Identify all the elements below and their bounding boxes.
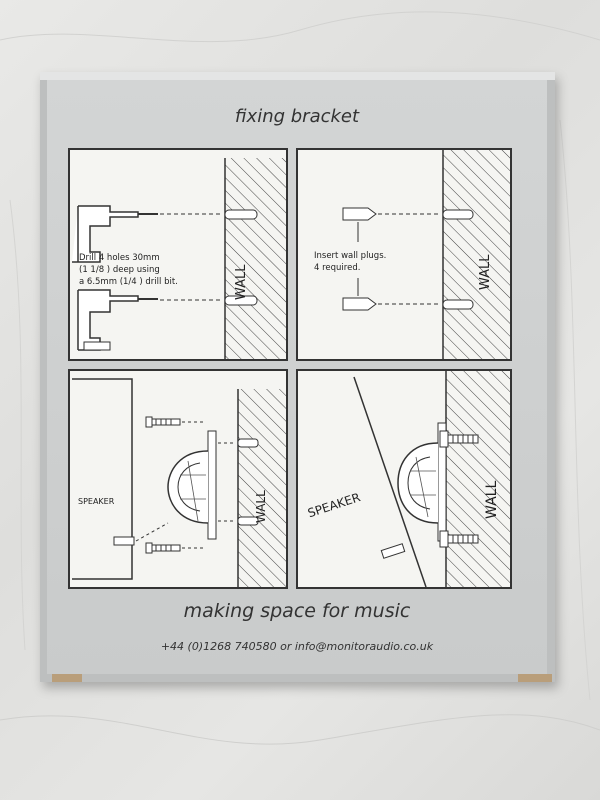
mounted-screw-top	[439, 430, 479, 448]
wall-plugs-illustration	[342, 150, 510, 359]
drill-instructions: Drill 4 holes 30mm (1 1/8 ) deep using a…	[79, 252, 178, 288]
instruction-line: Drill 4 holes 30mm	[79, 253, 160, 263]
screw-bottom	[145, 542, 181, 554]
wall-label: WALL	[254, 490, 268, 523]
drill-illustration	[72, 158, 286, 359]
box-title: fixing bracket	[234, 106, 360, 127]
panel-assemble: SPEAKER WALL	[68, 369, 288, 589]
panel-mounted: SPEAKER WALL	[296, 369, 512, 589]
wall-plug-instructions: Insert wall plugs. 4 required.	[314, 250, 386, 274]
box-flap-left	[52, 674, 82, 682]
panel-wall-plugs: Insert wall plugs. 4 required. WALL	[296, 148, 512, 361]
box-flap-right	[518, 674, 552, 682]
speaker-label: SPEAKER	[78, 497, 115, 506]
wall-hatch	[238, 389, 286, 587]
wall-label: WALL	[484, 480, 500, 519]
instruction-line: a 6.5mm (1/4 ) drill bit.	[79, 277, 178, 287]
screw-top	[145, 416, 181, 428]
wall-label: WALL	[478, 254, 493, 290]
wall-label: WALL	[234, 264, 249, 300]
wall-hatch	[446, 371, 510, 587]
mounted-illustration	[353, 371, 510, 587]
contact-info: +44 (0)1268 740580 or info@monitoraudio.…	[160, 640, 434, 653]
wall-hatch	[443, 150, 510, 359]
mounted-screw-bottom	[439, 530, 479, 548]
instruction-line: (1 1/8 ) deep using	[79, 265, 160, 275]
assembly-illustration	[72, 378, 286, 587]
box-top-edge	[40, 72, 555, 80]
panel-drill: Drill 4 holes 30mm (1 1/8 ) deep using a…	[68, 148, 288, 361]
speaker-edge	[353, 376, 427, 587]
slogan: making space for music	[183, 600, 411, 622]
speaker-outline	[72, 378, 133, 580]
instruction-line: Insert wall plugs.	[314, 251, 387, 261]
instruction-line: 4 required.	[314, 263, 361, 273]
wall-hatch	[225, 158, 286, 359]
